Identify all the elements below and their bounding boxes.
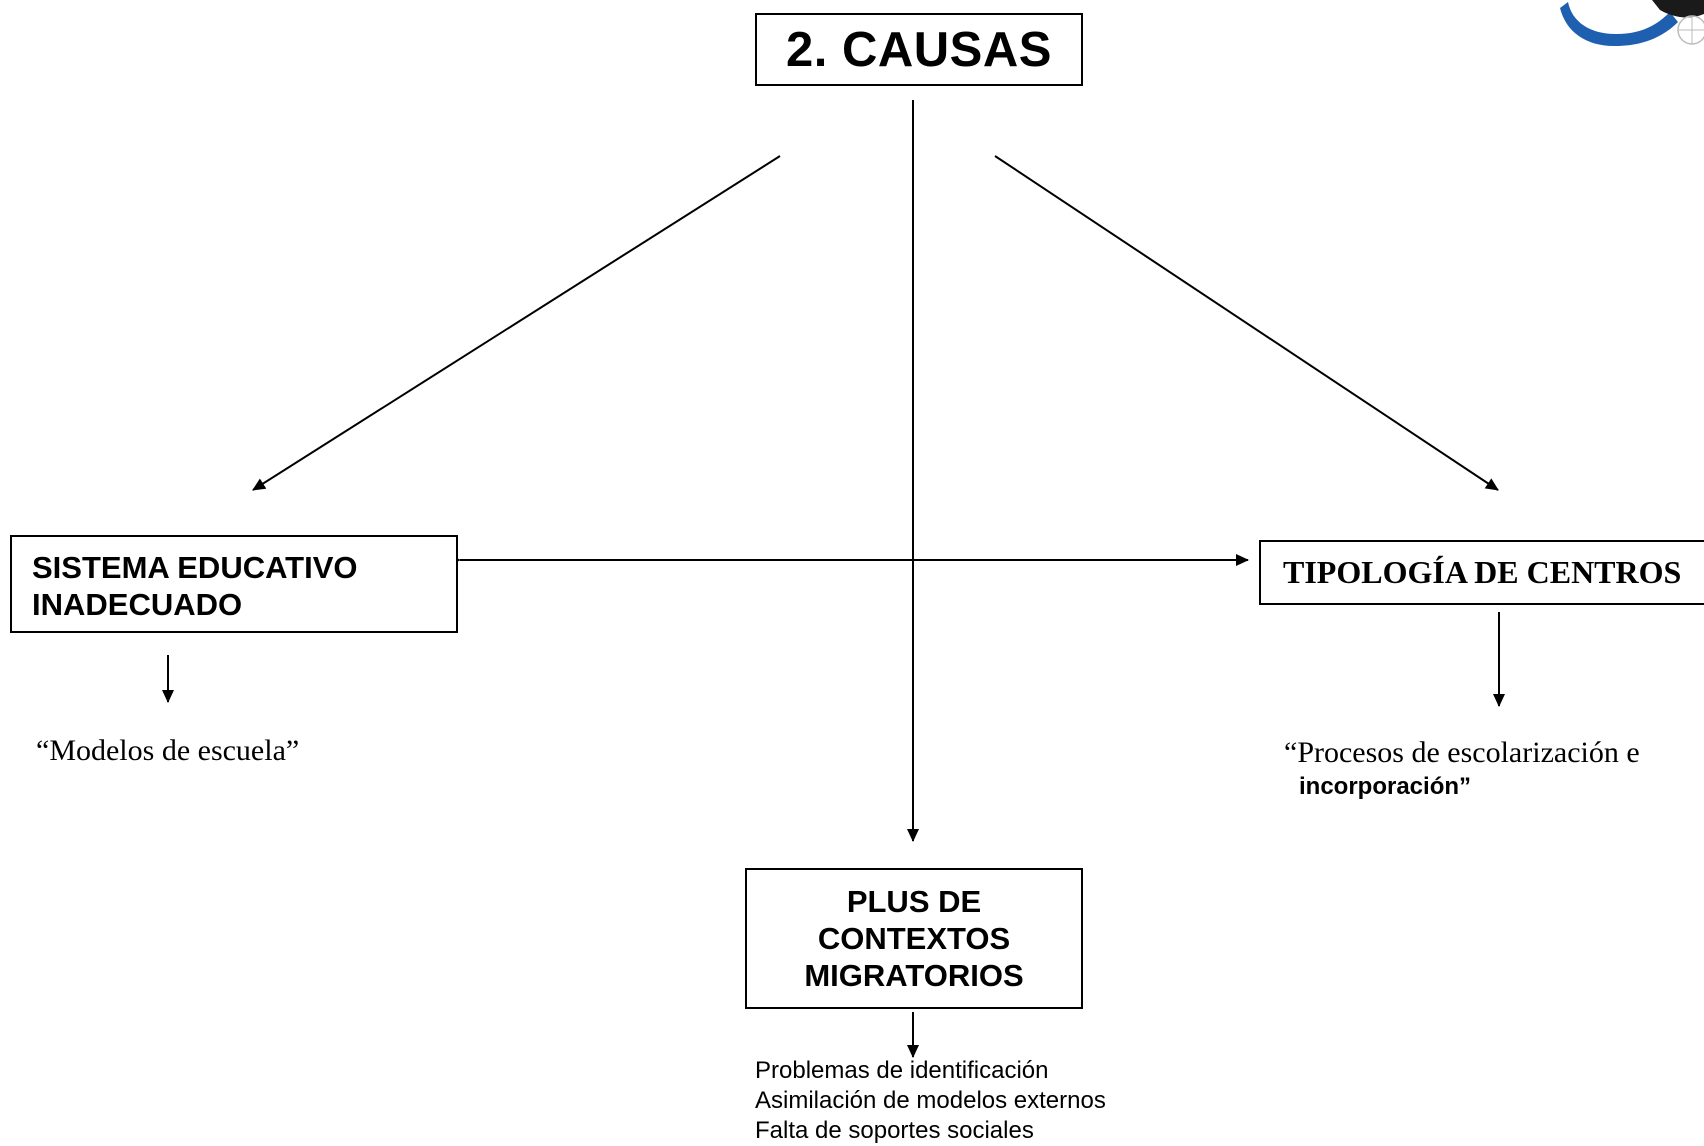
list-item: Problemas de identificación — [755, 1057, 1049, 1084]
procesos-note-line-2: incorporación” — [1299, 773, 1472, 800]
list-item: Asimilación de modelos externos — [755, 1087, 1106, 1114]
sistema-label-line-1: SISTEMA EDUCATIVO — [32, 550, 358, 585]
plus-label-line-1: PLUS DE — [846, 884, 982, 919]
tipologia-centros-box: TIPOLOGÍA DE CENTROS — [1259, 540, 1704, 605]
list-item: Falta de soportes sociales — [755, 1117, 1034, 1144]
sistema-educativo-box: SISTEMA EDUCATIVO INADECUADO — [10, 535, 458, 633]
plus-label-line-3: MIGRATORIOS — [804, 958, 1024, 993]
sistema-label-line-2: INADECUADO — [32, 587, 243, 622]
procesos-note-line-1: “Procesos de escolarización e — [1284, 736, 1640, 769]
plus-contextos-box: PLUS DE CONTEXTOS MIGRATORIOS — [745, 868, 1083, 1009]
procesos-note: “Procesos de escolarización e incorporac… — [1284, 734, 1640, 802]
institution-logo — [1560, 0, 1704, 46]
plus-items-list: Problemas de identificación Asimilación … — [755, 1056, 1106, 1146]
modelos-escuela-note: “Modelos de escuela” — [36, 734, 300, 767]
tipologia-label: TIPOLOGÍA DE CENTROS — [1283, 554, 1682, 590]
plus-label-line-2: CONTEXTOS — [817, 921, 1011, 956]
arrow-causas-to-tipologia — [994, 155, 1499, 491]
arrow-causas-to-sistema — [252, 155, 781, 491]
page-title: 2. CAUSAS — [786, 22, 1052, 77]
causas-title-box: 2. CAUSAS — [755, 13, 1083, 86]
